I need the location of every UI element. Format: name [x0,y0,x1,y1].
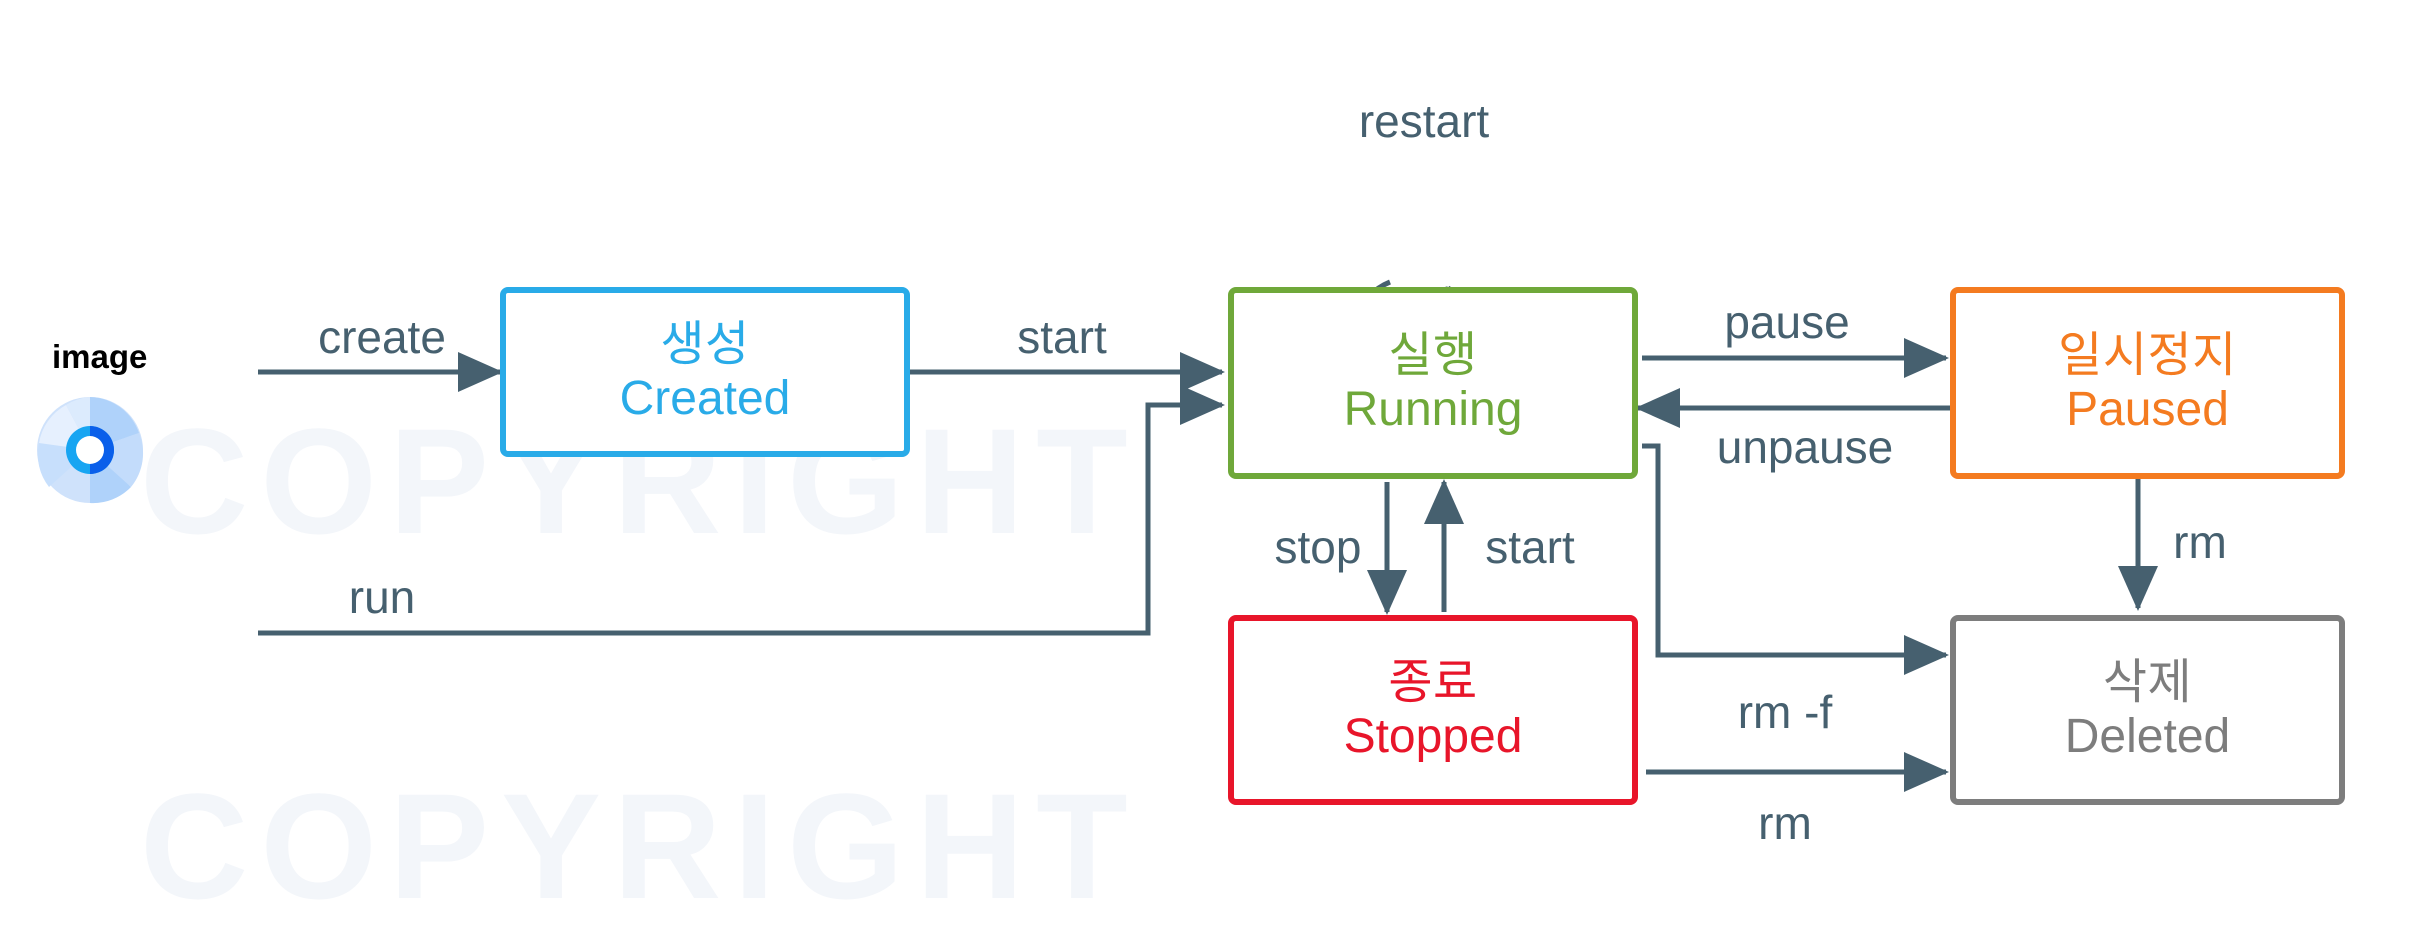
node-stopped-en: Stopped [1343,710,1523,763]
node-running[interactable]: 실행 Running [1228,287,1638,479]
disc-icon [37,397,144,504]
node-paused-ko: 일시정지 [2058,329,2237,383]
node-stopped-ko: 종료 [1388,656,1478,710]
edge-label-rm-stopped: rm [1758,797,1812,849]
edge-label-start-created: start [1017,311,1107,363]
node-running-ko: 실행 [1388,329,1478,383]
node-deleted-ko: 삭제 [2102,656,2193,710]
edge-label-stop: stop [1274,521,1362,573]
edge-label-pause: pause [1724,296,1850,348]
node-paused-en: Paused [2066,383,2229,436]
edge-label-create: create [318,311,446,363]
node-paused[interactable]: 일시정지 Paused [1950,287,2345,479]
watermark-line-2: COPYRIGHT [140,762,1140,926]
edge-label-rm-f: rm -f [1737,686,1833,738]
edge-label-rm-paused: rm [2173,516,2227,568]
edge-run [258,385,1226,636]
node-deleted[interactable]: 삭제 Deleted [1950,615,2345,805]
node-running-en: Running [1343,383,1523,436]
edge-label-start-stopped: start [1485,521,1575,573]
node-created[interactable]: 생성 Created [500,287,910,457]
edge-label-unpause: unpause [1716,421,1894,473]
image-label: image [52,338,148,375]
edge-label-restart: restart [1358,95,1490,147]
edge-label-run: run [348,571,416,623]
node-created-en: Created [619,372,791,425]
node-deleted-en: Deleted [2064,710,2231,763]
edge-rm-f [1642,443,1950,675]
node-created-ko: 생성 [660,318,750,372]
node-stopped[interactable]: 종료 Stopped [1228,615,1638,805]
